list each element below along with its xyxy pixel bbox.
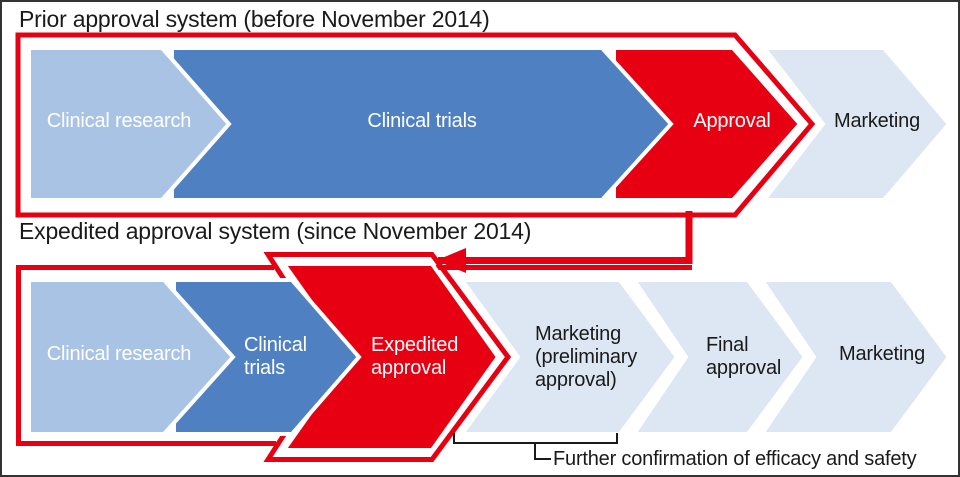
label-clinical-research-bottom: Clinical research <box>46 343 192 365</box>
bracket-drop-line <box>534 443 551 460</box>
connector-vertical-line <box>685 211 693 264</box>
chevron-clinical-research-top <box>27 46 232 202</box>
chevron-clinical-research-bottom <box>27 278 236 436</box>
label-marketing-top: Marketing <box>833 110 920 132</box>
label-final-approval: Final approval <box>706 334 782 379</box>
chevron-final-approval <box>630 278 808 436</box>
label-expedited-approval: Expedited approval <box>371 334 459 379</box>
label-clinical-trials-bottom: Clinical trials <box>244 334 307 379</box>
label-marketing-bottom: Marketing <box>838 343 925 365</box>
bottom-box-top-edge <box>16 265 274 270</box>
bottom-box-bottom-edge <box>16 441 276 446</box>
label-clinical-trials-top: Clinical trials <box>367 110 477 132</box>
chevron-marketing-top <box>759 46 952 202</box>
bottom-section-title: Expedited approval system (since Novembe… <box>19 218 532 244</box>
top-section-title: Prior approval system (before November 2… <box>19 6 490 32</box>
top-box-outline <box>15 32 816 218</box>
label-clinical-research-top: Clinical research <box>46 110 192 132</box>
chevron-marketing-bottom <box>758 278 952 436</box>
bottom-box-left-edge <box>16 265 21 446</box>
label-marketing-preliminary: Marketing (preliminary approval) <box>535 323 638 391</box>
connector-arrowhead <box>436 248 466 273</box>
bracket-note: Further confirmation of efficacy and saf… <box>553 448 917 470</box>
chevron-marketing-preliminary <box>458 278 680 436</box>
bottom-box-top-edge-right <box>436 265 692 270</box>
connector-horizontal-line <box>438 257 692 264</box>
label-approval: Approval <box>693 110 771 132</box>
